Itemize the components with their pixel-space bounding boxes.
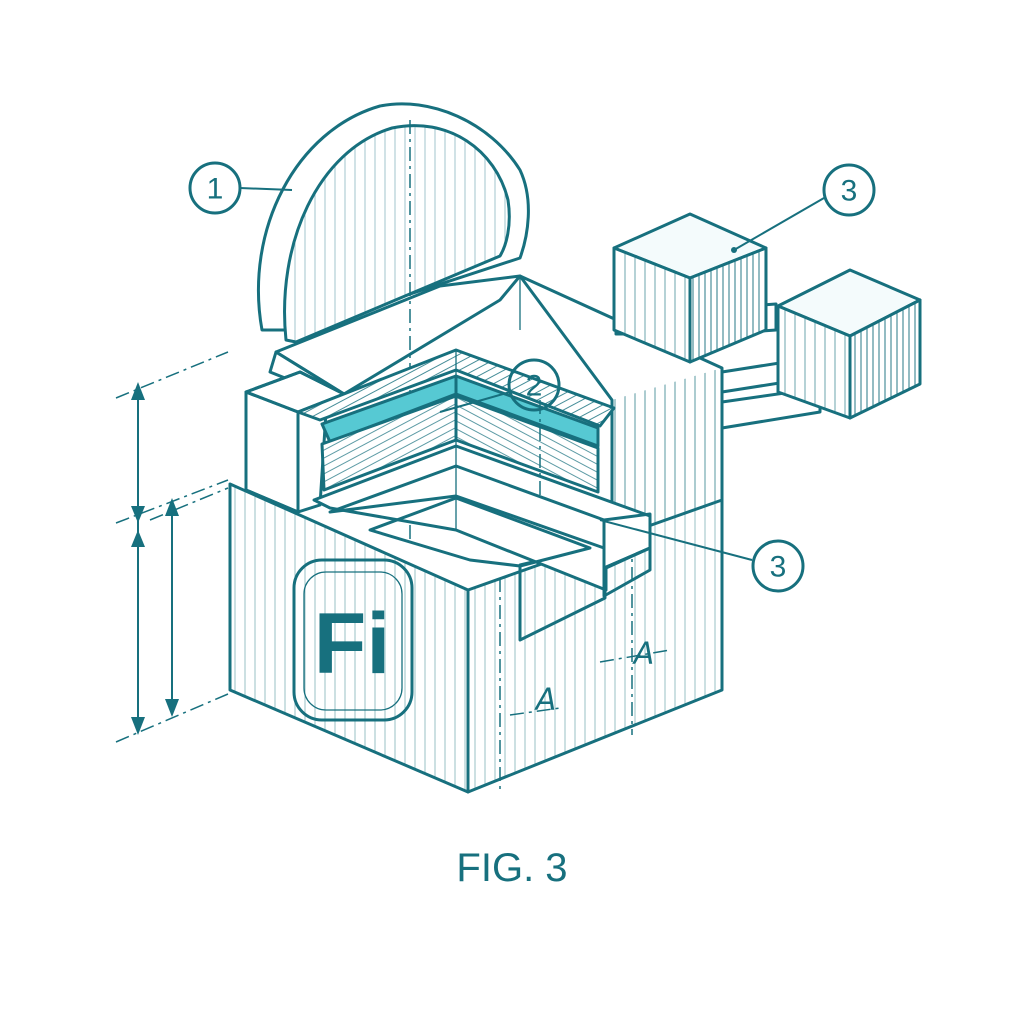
callout-3-bottom-label: 3	[770, 551, 787, 584]
figure-caption: FIG. 3	[456, 846, 568, 890]
callout-1-label: 1	[207, 173, 224, 206]
semicircle-lid	[257, 102, 530, 540]
section-label-a-right: A	[632, 637, 655, 672]
fi-logo-badge: Fi	[292, 558, 414, 722]
callout-2-label: 2	[526, 370, 543, 403]
logo-text: Fi	[314, 596, 390, 692]
leader-lines	[239, 187, 825, 561]
drawer-stack	[244, 348, 652, 598]
section-label-a-left: A	[534, 683, 557, 718]
callout-3-top-label: 3	[841, 175, 858, 208]
callout-2: 2	[507, 358, 561, 412]
dimension-lines	[115, 351, 229, 743]
main-box	[228, 274, 724, 794]
callout-3-bottom: 3	[751, 539, 805, 593]
side-cubes	[612, 212, 922, 430]
callout-3-top: 3	[822, 163, 876, 217]
callout-1: 1	[188, 161, 242, 215]
